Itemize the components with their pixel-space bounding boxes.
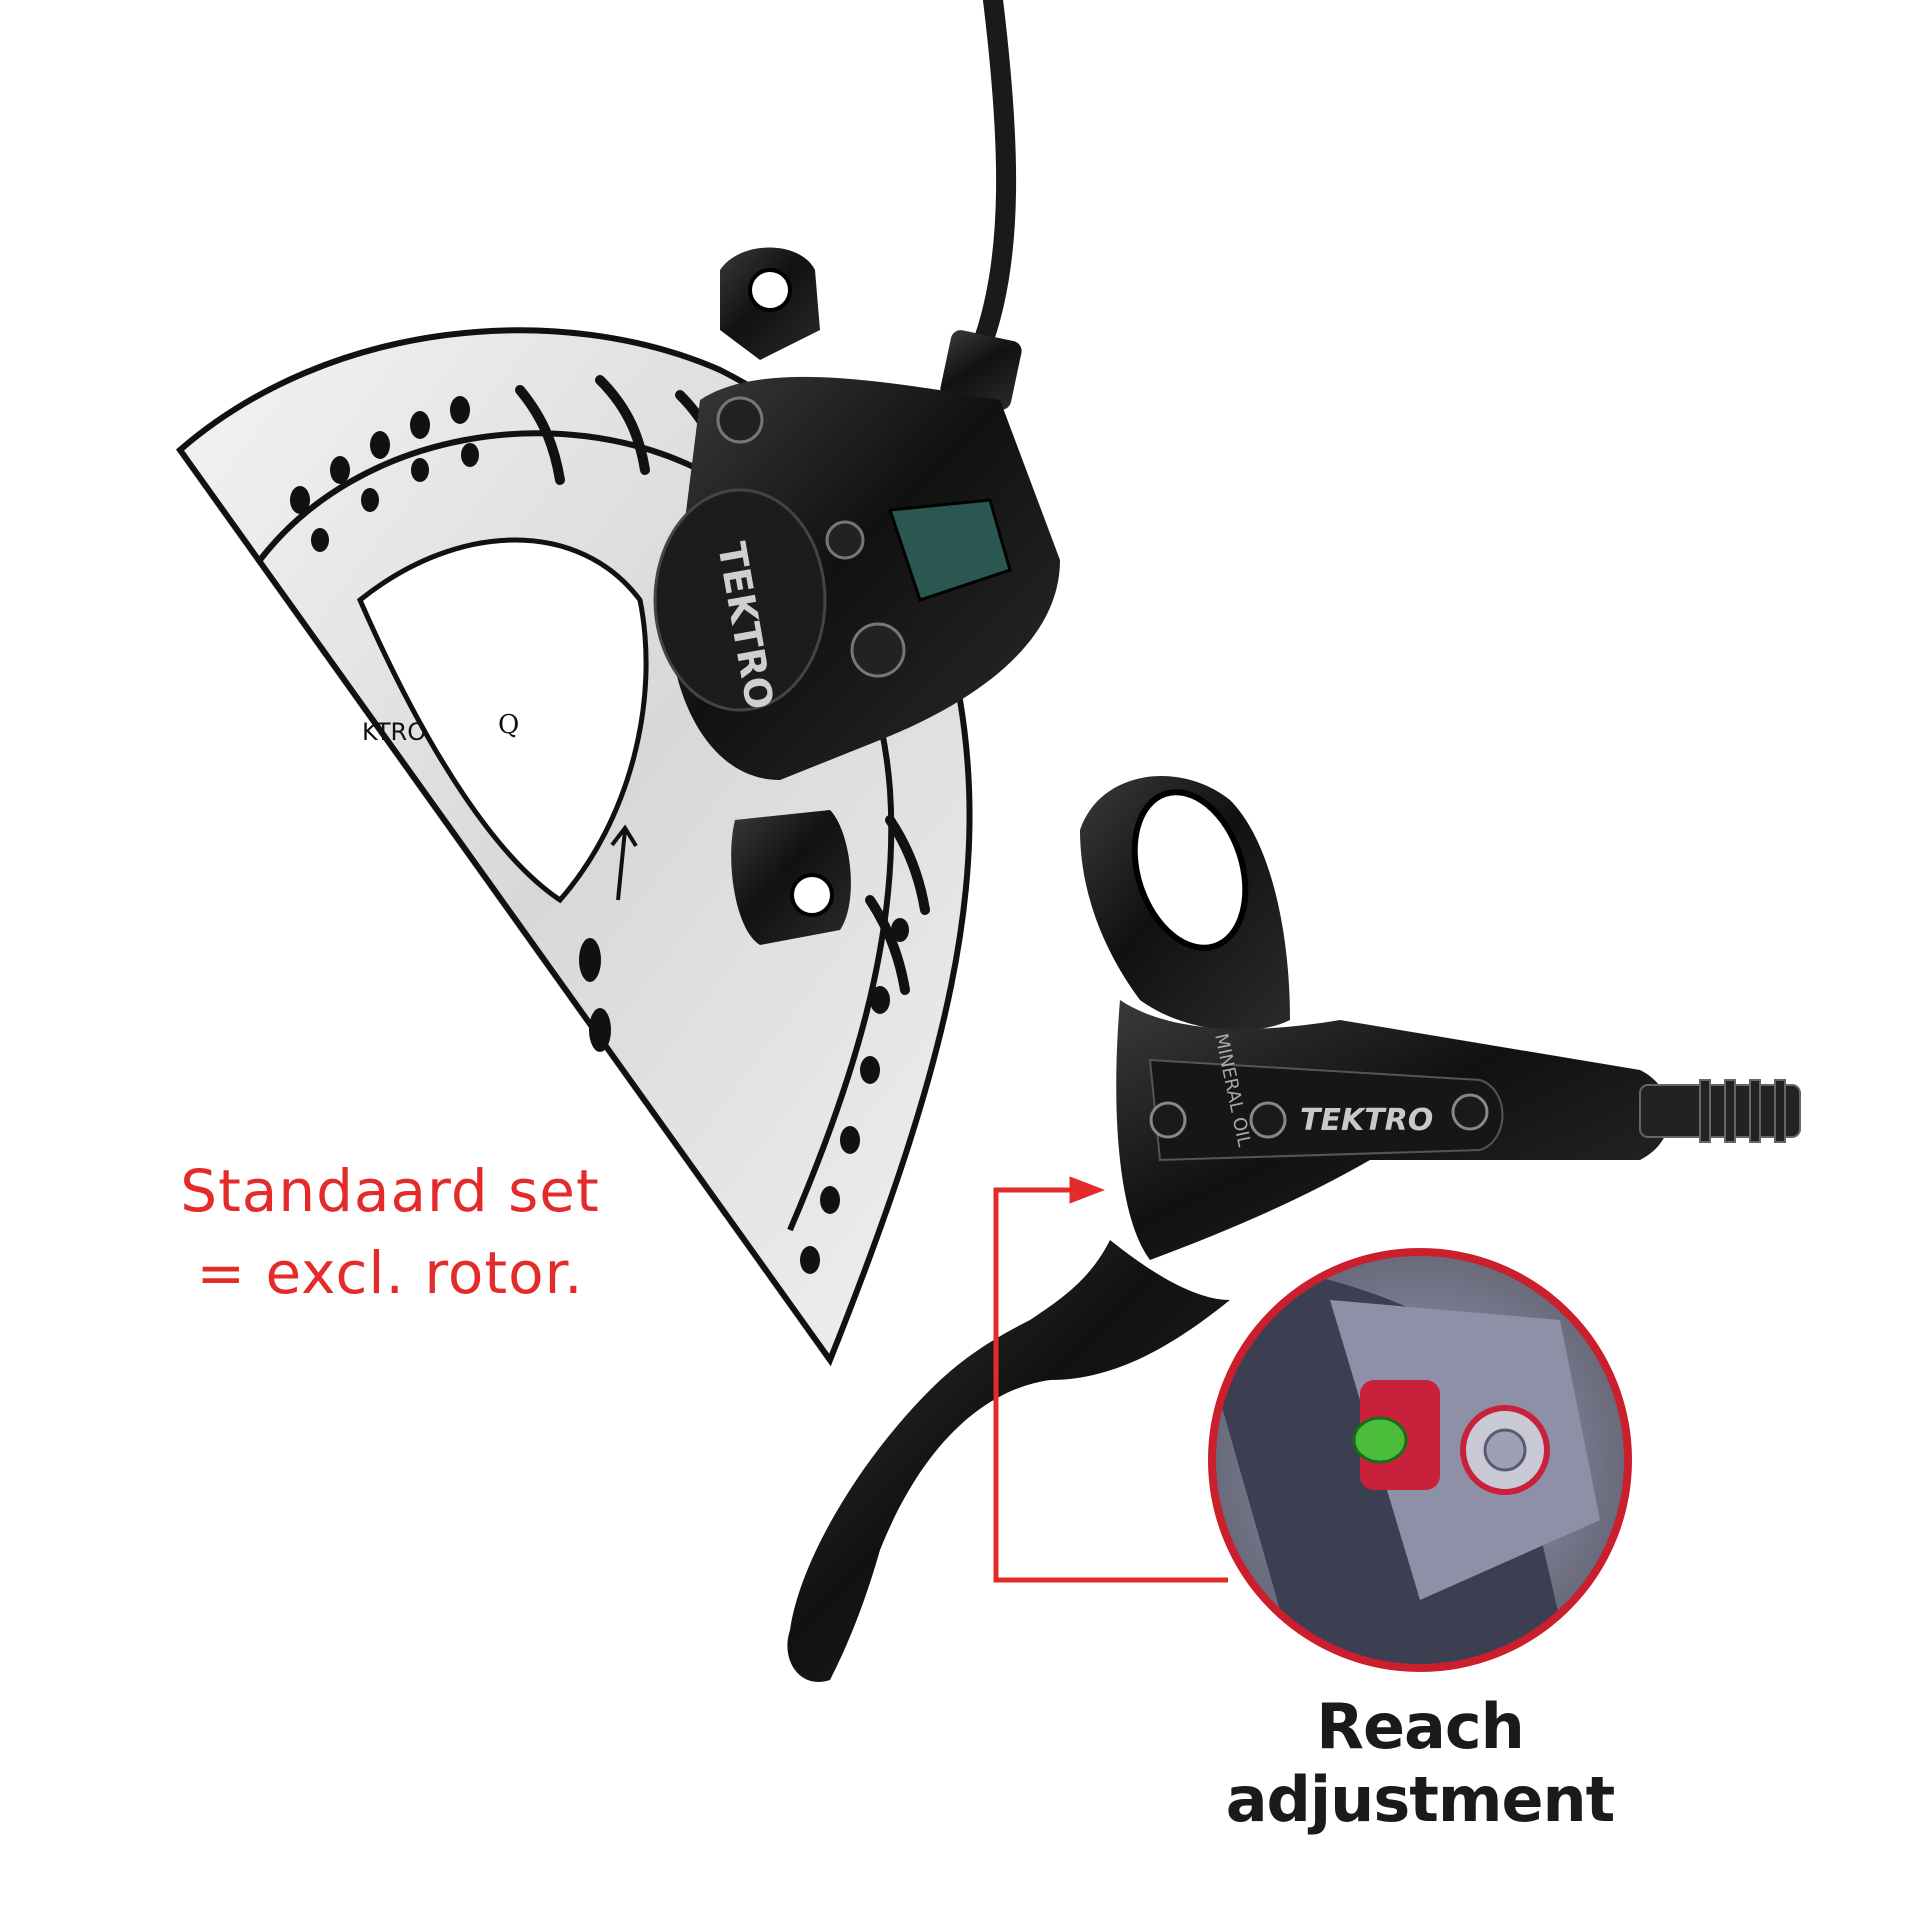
brake-caliper: TEKTRO [653,247,1060,945]
lever-screw-3 [1451,1093,1489,1131]
rotor-direction-arrow [610,824,638,901]
caliper-bolt-3 [825,520,865,560]
magnifier-ring [1208,1248,1632,1672]
lever-blade [787,1240,1230,1682]
lever-clamp-opening [1131,789,1249,951]
lever-screw-1 [1149,1101,1187,1139]
caliper-piston-cover [653,488,827,712]
caliper-mount-bottom [731,810,851,945]
caliper-bolt-2 [850,622,906,678]
brake-hose [970,0,1017,360]
brake-lever: TEKTRO MINERAL OIL [787,776,1801,1682]
caliper-pad-window [887,498,1012,602]
reach-adjust-magnifier [1208,1248,1632,1672]
caliper-mount-bolt-hole-bottom [790,873,834,917]
rotor-mark-text: Q [498,710,519,740]
caliper-bolt-1 [716,396,764,444]
rotor-inner-cutout [356,537,649,904]
magnified-pivot-hex [1483,1428,1527,1472]
lever-logo: TEKTRO [1300,1103,1433,1138]
rotor-holes [290,396,909,1274]
notice-caption: Standaard set = excl. rotor. [150,1150,630,1314]
notice-line-2: = excl. rotor. [196,1239,584,1307]
lever-reservoir-plate [1148,1058,1504,1162]
hose-fitting [940,330,1022,410]
caliper-mount-bolt-hole-top [748,268,792,312]
reach-adjustment-label: Reach adjustment [1225,1690,1616,1836]
notice-line-1: Standaard set [180,1157,600,1225]
rotor-brand-text: KTRO [362,718,426,746]
lever-hose-barb [1639,1079,1801,1143]
reach-arrow [993,1176,1228,1583]
magnified-adjust-screw [1352,1416,1408,1464]
lever-screw-2 [1249,1101,1287,1139]
